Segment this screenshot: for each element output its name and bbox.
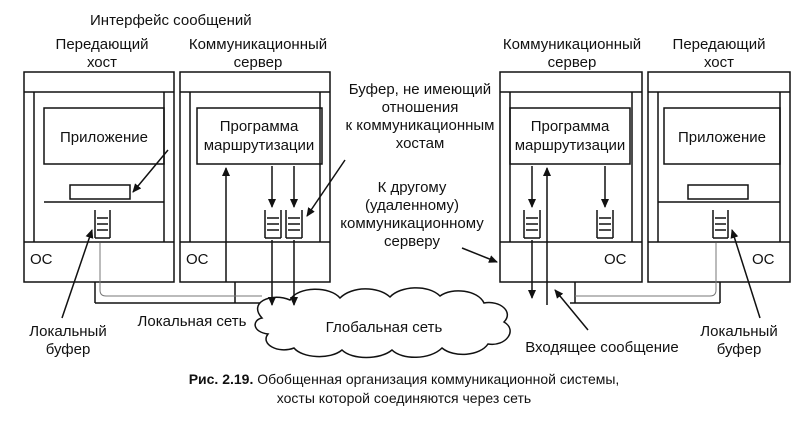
label-local-buffer-right-2: буфер [717, 341, 762, 358]
arrow-local-buffer-right [730, 229, 761, 319]
arrow-incoming-message [554, 289, 589, 331]
routing-box-right [509, 107, 631, 165]
label-unrelated-buffer-4: хостам [396, 135, 445, 152]
label-local-buffer-right-1: Локальный [700, 323, 777, 340]
arrow-interface [132, 149, 169, 193]
local-cable-right [575, 243, 717, 297]
os-label-right-host: ОС [752, 251, 775, 268]
app-label-right: Приложение [678, 129, 766, 146]
label-unrelated-buffer-3: к коммуникационным [346, 117, 495, 134]
label-comm-server-left-1: Коммуникационный [189, 36, 327, 53]
server-buffer-left-b [285, 210, 303, 239]
server-buffer-right-b [596, 210, 614, 239]
server-buffer-left-a [264, 210, 282, 239]
local-network-right [570, 282, 721, 304]
local-buffer-left [94, 210, 111, 239]
label-sending-host-right-2: хост [704, 54, 734, 71]
right-host [647, 71, 791, 283]
arrow-local-buffer-left [61, 229, 94, 319]
global-network-cloud [254, 287, 511, 359]
right-comm-server [499, 71, 643, 283]
label-remote-server-4: серверу [384, 233, 441, 250]
label-unrelated-buffer-2: отношения [382, 99, 459, 116]
app-label-left: Приложение [60, 129, 148, 146]
os-label-left-host: ОС [30, 251, 53, 268]
local-cable-left [99, 243, 262, 297]
label-sending-host-right-1: Передающий [673, 36, 766, 53]
label-sending-host-left-1: Передающий [56, 36, 149, 53]
app-box-left [43, 107, 165, 165]
label-global-network: Глобальная сеть [326, 319, 443, 336]
routing-label-right-1: Программа [531, 118, 610, 135]
routing-label-left-1: Программа [220, 118, 299, 135]
label-unrelated-buffer-1: Буфер, не имеющий [349, 81, 491, 98]
figure-label: Рис. 2.19. [189, 371, 254, 387]
label-remote-server-1: К другому [378, 179, 447, 196]
routing-box-left [196, 107, 323, 165]
figure-caption-line1: Рис. 2.19. Обобщенная организация коммун… [189, 371, 620, 387]
label-comm-server-right-1: Коммуникационный [503, 36, 641, 53]
os-label-right-server: ОС [604, 251, 627, 268]
figure-caption-line2: хосты которой соединяются через сеть [277, 390, 531, 406]
server-buffer-right-a [523, 210, 541, 239]
label-incoming-message: Входящее сообщение [525, 339, 679, 356]
label-local-network: Локальная сеть [138, 313, 247, 330]
label-local-buffer-left-2: буфер [46, 341, 91, 358]
os-label-left-server: ОС [186, 251, 209, 268]
label-comm-server-right-2: сервер [548, 54, 597, 71]
label-comm-server-left-2: сервер [234, 54, 283, 71]
label-remote-server-3: коммуникационному [340, 215, 484, 232]
routing-label-left-2: маршрутизации [204, 137, 315, 154]
message-interface-slot-right [687, 184, 749, 200]
routing-label-right-2: маршрутизации [515, 137, 626, 154]
label-message-interface: Интерфейс сообщений [90, 12, 252, 29]
message-interface-slot [69, 184, 131, 200]
arrow-unrelated-buffer [306, 159, 346, 217]
local-network-left [94, 282, 265, 304]
label-remote-server-2: (удаленному) [365, 197, 459, 214]
left-comm-server [179, 71, 331, 283]
left-host [23, 71, 175, 283]
app-box-right [663, 107, 781, 165]
local-buffer-right [712, 210, 729, 239]
label-local-buffer-left-1: Локальный [29, 323, 106, 340]
label-sending-host-left-2: хост [87, 54, 117, 71]
figure-caption-text: Обобщенная организация коммуникационной … [253, 371, 619, 387]
arrow-remote-server [461, 247, 498, 263]
